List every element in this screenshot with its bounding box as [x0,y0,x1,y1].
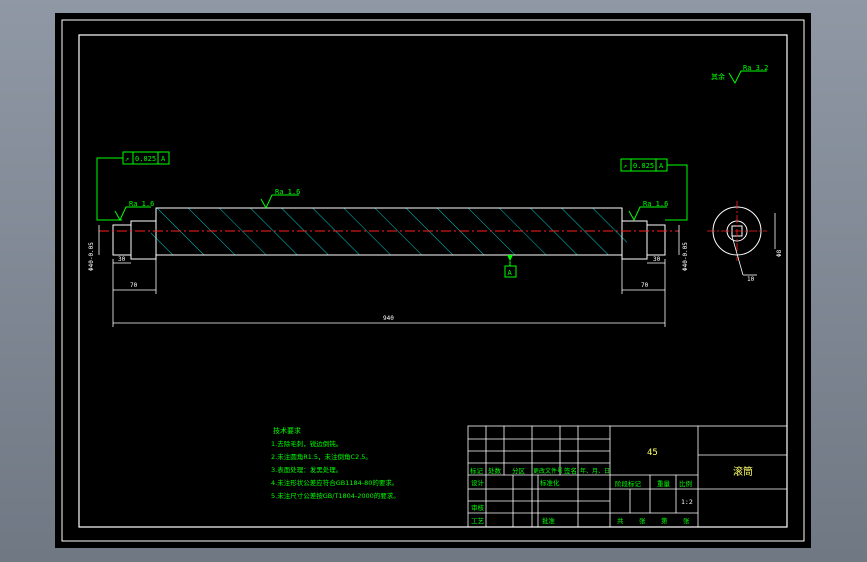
title-block-text: 标记 处数 分区 更改文件号 签名 年、月、日 设计 标准化 审核 工艺 批准 … [470,448,753,525]
section-view: Φ8 10 [707,201,783,283]
tb-sheet-number: 第 [661,516,668,525]
roughness-remaining-symbol: 其余 Ra 3.2 [711,64,768,85]
title-block [467,425,788,528]
shaft-right-end [621,220,666,260]
shaft-left-end [112,220,157,260]
dim-right-shoulder-text: 70 [641,282,649,289]
roughness-right-value: Ra 1.6 [643,200,668,208]
note-item-3: 3.表面处理：发黑处理。 [271,465,342,474]
tolerance-left-symbol: ↗ [125,155,129,163]
inner-border [78,34,788,528]
tb-design: 设计 [471,478,485,487]
tb-sheets-total: 共 [617,516,624,525]
roughness-remaining-label: 其余 [711,72,725,81]
tb-header-zone: 分区 [512,466,526,475]
tb-part-name: 滚筒 [733,465,753,478]
notes-title: 技术要求 [273,426,301,435]
tb-header-count: 处数 [488,466,502,475]
note-item-2: 2.未注圆角R1.5，未注倒角C2.5。 [271,452,372,461]
tb-process: 工艺 [471,517,485,525]
tolerance-right-value: 0.025 [633,162,654,170]
tolerance-left-value: 0.025 [135,155,156,163]
tolerance-left-datum: A [161,155,166,163]
roughness-left-value: Ra 1.6 [129,200,154,208]
tb-header-change-doc: 更改文件号 [533,467,563,475]
tb-sheets-unit-1: 张 [639,516,646,525]
note-item-4: 4.未注形状公差应符合GB1184-80的要求。 [271,478,398,487]
outer-border [61,19,805,542]
dim-section-diameter-text: Φ8 [776,249,783,257]
dim-right-journal-text: 30 [653,256,661,263]
tb-scale-label: 比例 [679,479,692,488]
tb-sheets-unit-2: 张 [683,516,690,525]
roughness-body-symbol: Ra 1.6 [260,188,300,210]
dimension-left-shoulder: 70 30 Φ40-0.05 [88,225,157,294]
roughness-body-value: Ra 1.6 [275,188,300,196]
tb-header-date: 年、月、日 [580,467,610,475]
tb-header-mark: 标记 [470,466,484,475]
note-item-1: 1.去除毛刺，锐边倒钝。 [271,439,342,448]
tb-weight: 重量 [657,480,671,488]
dim-section-hole-text: 10 [747,276,755,283]
tolerance-frame-left: ↗ 0.025 A [96,151,170,221]
roughness-left-symbol: Ra 1.6 [114,200,154,222]
roughness-right-symbol: Ra 1.6 [628,200,668,222]
dim-left-shoulder-text: 70 [130,282,138,289]
tb-material: 45 [647,448,658,458]
datum-a-marker: A [504,255,517,278]
tolerance-right-datum: A [659,162,664,170]
note-item-5: 5.未注尺寸公差按GB/T1804-2000的要求。 [271,491,400,500]
tb-stage: 阶段标记 [615,479,642,488]
tb-review: 审核 [471,503,485,512]
cad-drawing: 其余 Ra 3.2 Ra 1.6 Ra 1.6 Ra 1.6 ↗ 0.025 [61,19,805,542]
shaft-main-view [99,207,679,260]
tolerance-right-symbol: ↗ [623,162,627,170]
tb-standard: 标准化 [540,478,560,487]
dimension-total-length: 940 [112,259,666,327]
tb-approve: 批准 [542,516,556,525]
dim-left-journal-text: 30 [118,256,126,263]
roughness-remaining-value: Ra 3.2 [743,64,768,72]
dimension-right-shoulder: 70 30 Φ40-0.05 [621,225,689,294]
tb-header-sign: 签名 [564,466,577,475]
dim-left-diameter-text: Φ40-0.05 [88,242,95,271]
drawing-sheet: 其余 Ra 3.2 Ra 1.6 Ra 1.6 Ra 1.6 ↗ 0.025 [55,13,811,548]
dim-total-length-text: 940 [383,315,394,322]
technical-notes: 技术要求 1.去除毛刺，锐边倒钝。 2.未注圆角R1.5，未注倒角C2.5。 3… [271,426,400,500]
dim-right-diameter-text: Φ40-0.05 [682,242,689,271]
tolerance-frame-right: ↗ 0.025 A [620,158,688,221]
datum-a-label: A [508,269,513,277]
tb-scale-value: 1:2 [681,498,693,506]
